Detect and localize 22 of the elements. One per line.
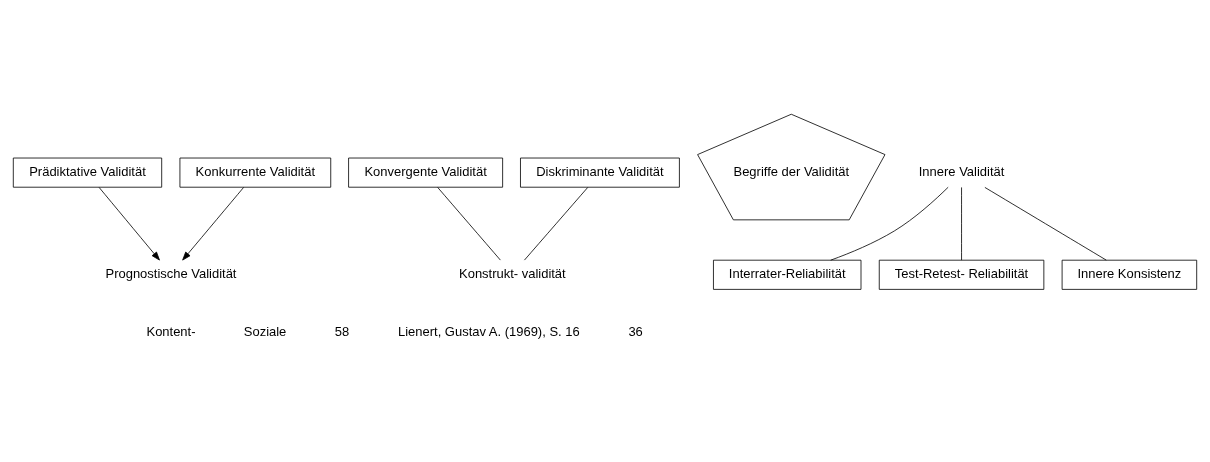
- node-text: Konstrukt- validität: [459, 265, 566, 281]
- node-box: Prädiktative Validität: [12, 157, 163, 188]
- node-box: Konkurrente Validität: [179, 157, 332, 188]
- connector: [961, 187, 962, 261]
- node-box: Innere Konsistenz: [1061, 259, 1198, 290]
- arrow: [182, 187, 244, 261]
- connector: [524, 187, 589, 261]
- label: Soziale: [243, 324, 287, 340]
- node-box: Konvergente Validität: [348, 157, 504, 188]
- connector: [830, 186, 949, 261]
- connector: [437, 187, 501, 261]
- node-box: Test-Retest- Reliabilität: [878, 259, 1045, 290]
- node-box: Interrater-Reliabilität: [713, 259, 862, 290]
- connector: [984, 187, 1107, 261]
- label: Kontent-: [146, 324, 196, 340]
- node-text: Prognostische Validität: [105, 265, 237, 281]
- node-text: Innere Validität: [918, 163, 1005, 179]
- arrow: [98, 187, 160, 261]
- node-box: Diskriminante Validität: [520, 157, 680, 188]
- label: Lienert, Gustav A. (1969), S. 16: [398, 324, 580, 340]
- label: 36: [628, 324, 643, 340]
- label: 58: [334, 324, 350, 340]
